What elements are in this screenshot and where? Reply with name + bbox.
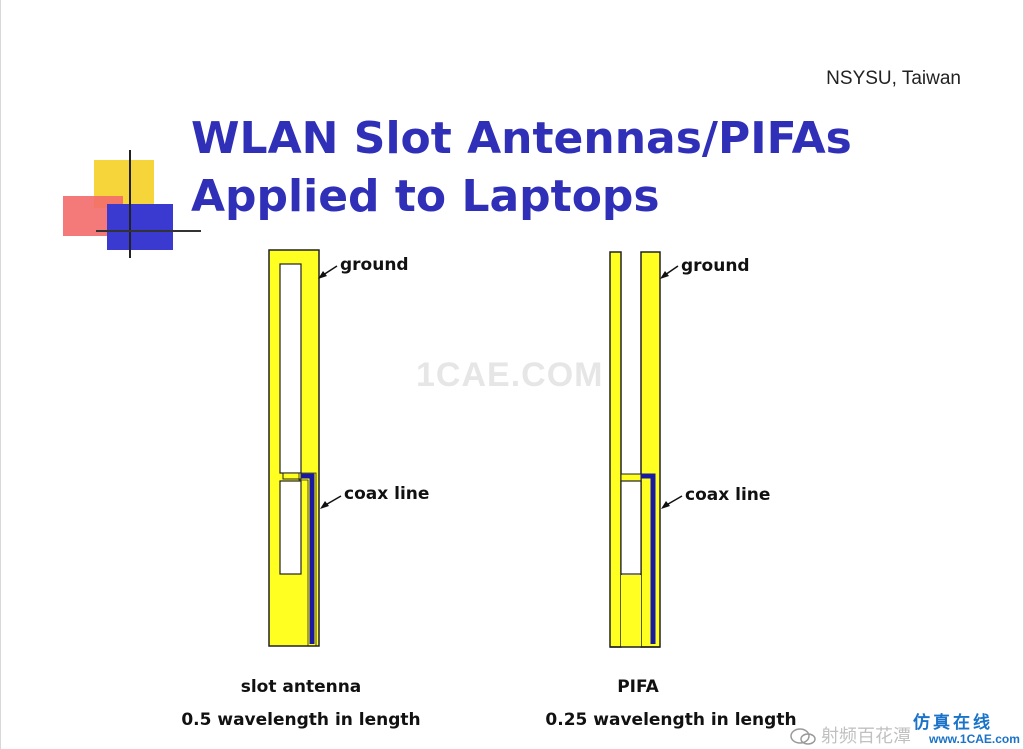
wechat-icon (790, 728, 816, 745)
pifa-lower-bridge (620, 473, 642, 482)
pifa-ground-arrowhead (660, 271, 669, 279)
center-watermark: 1CAE.COM (416, 356, 604, 394)
title-line-2: Applied to Laptops (191, 171, 660, 222)
slot-caption-length: 0.5 wavelength in length (181, 710, 421, 730)
slot-coax-outline (298, 472, 317, 647)
pifa-coax-line (641, 473, 656, 644)
corner-account-watermark: 射频百花潭 (821, 726, 911, 747)
title-line-1: WLAN Slot Antennas/PIFAs (191, 113, 852, 164)
pifa-caption-name: PIFA (617, 677, 659, 697)
pifa-bottom-fill (621, 575, 641, 647)
corner-site-watermark: 仿真在线 (913, 713, 993, 733)
slot-ground-label: ground (340, 255, 409, 275)
slot-coax-arrowhead (320, 501, 329, 509)
slot-feed-gap (282, 472, 302, 480)
slot-caption-name: slot antenna (240, 677, 362, 697)
slot-coax-line (301, 473, 315, 644)
pifa-diagram (609, 251, 683, 648)
slide-title: WLAN Slot Antennas/PIFAs Applied to Lapt… (191, 110, 852, 226)
pifa-coax-label: coax line (685, 485, 771, 505)
slot-antenna-diagram (268, 249, 342, 647)
corner-url-watermark: www.1CAE.com (929, 732, 1020, 746)
pifa-ground-strip-left (609, 251, 622, 648)
deco-blue-square (107, 204, 173, 250)
slot-ground-arrowhead (318, 271, 327, 279)
slot-coax-label: coax line (344, 484, 430, 504)
decorative-squares (63, 150, 201, 258)
pifa-coax-arrowhead (661, 501, 670, 509)
slot-lower-slot (279, 480, 302, 575)
slot-upper-slot (279, 263, 302, 474)
pifa-caption-length: 0.25 wavelength in length (545, 710, 797, 730)
pifa-ground-label: ground (681, 256, 750, 276)
institution-label: NSYSU, Taiwan (826, 68, 961, 89)
pifa-lower-slot (620, 480, 642, 575)
